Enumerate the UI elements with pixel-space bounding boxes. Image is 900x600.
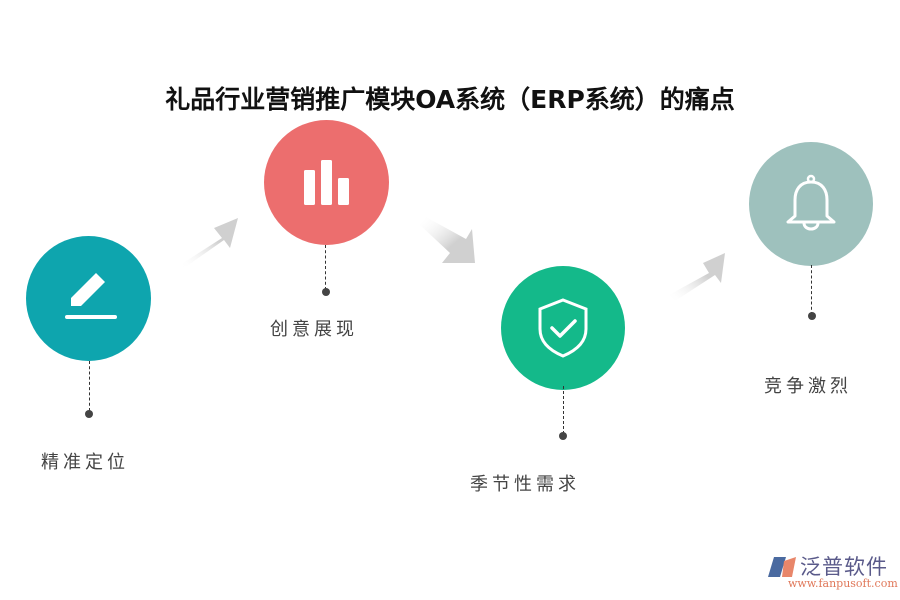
- arrow-up-right-icon: [669, 253, 725, 301]
- step-1-label: 精准定位: [41, 452, 129, 473]
- pencil-icon: [64, 272, 117, 319]
- step-4-connector: [811, 265, 812, 315]
- arrow-up-right-icon: [180, 218, 238, 268]
- step-3-dot: [559, 432, 567, 440]
- step-2-connector: [325, 245, 326, 290]
- logo-name: 泛普软件: [800, 555, 888, 579]
- step-2-dot: [322, 288, 330, 296]
- brand-logo: 泛普软件 www.fanpusoft.com: [768, 553, 898, 598]
- bar-chart-icon: [303, 159, 349, 205]
- step-3-circle: [501, 266, 625, 390]
- logo-mark-icon: [768, 557, 796, 577]
- step-4-circle: [749, 142, 873, 266]
- step-2-circle: [264, 120, 389, 245]
- arrow-down-right-icon: [420, 217, 475, 263]
- shield-check-icon: [538, 298, 588, 358]
- logo-url: www.fanpusoft.com: [788, 577, 898, 590]
- step-4-dot: [808, 312, 816, 320]
- step-3-connector: [563, 386, 564, 434]
- step-2-label: 创意展现: [270, 319, 358, 340]
- step-1-dot: [85, 410, 93, 418]
- step-4-label: 竞争激烈: [764, 376, 852, 397]
- page-title: 礼品行业营销推广模块OA系统（ERP系统）的痛点: [165, 85, 735, 114]
- bell-icon: [786, 174, 836, 231]
- step-1-circle: [26, 236, 151, 361]
- step-3-label: 季节性需求: [470, 474, 580, 495]
- step-1-connector: [89, 361, 90, 411]
